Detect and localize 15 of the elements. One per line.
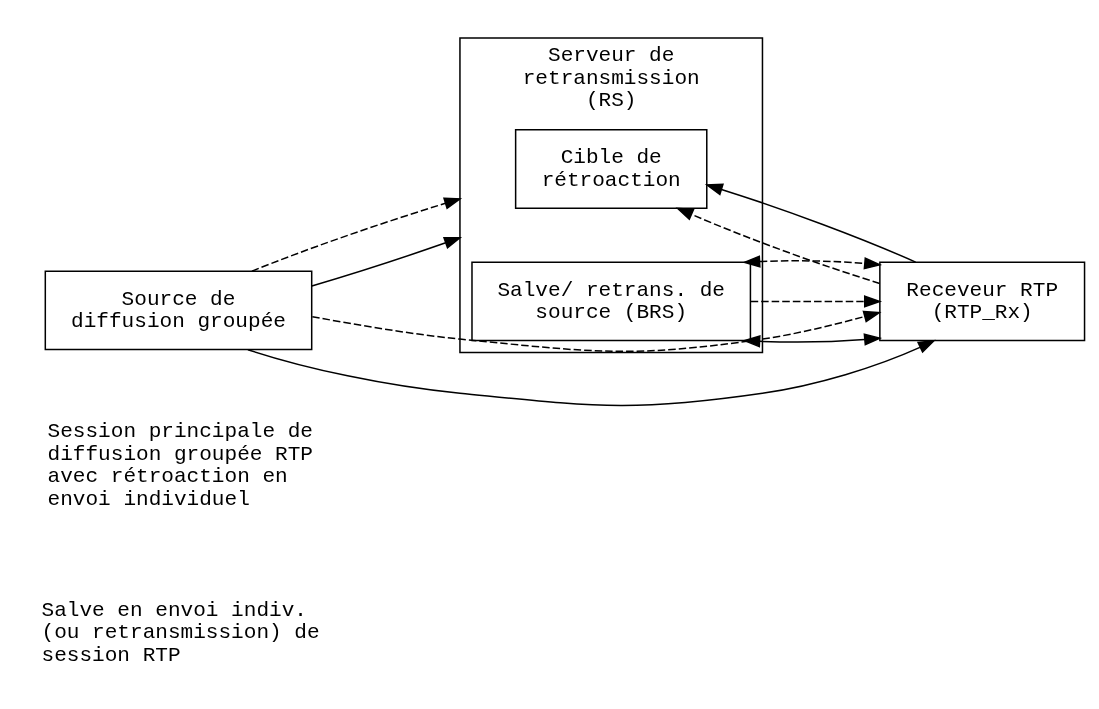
node-box: Salve/ retrans. de source (BRS) [471, 261, 752, 342]
arrow [742, 333, 883, 348]
arrow [311, 310, 882, 353]
label: Salve en envoi indiv. (ou retransmission) de session RTP [41, 597, 320, 667]
arrow [251, 197, 463, 272]
arrow [750, 295, 883, 308]
arrow [247, 339, 936, 407]
node-box: Source de diffusion groupée [44, 270, 313, 351]
label: Session principale de diffusion groupée RTP avec rétroaction en envoi individuel [47, 419, 313, 511]
arrow [704, 183, 917, 263]
node-box: Receveur RTP (RTP_Rx) [879, 261, 1086, 342]
arrow [311, 237, 463, 287]
arrow [675, 207, 881, 285]
node-box: Cible de rétroaction [514, 129, 708, 209]
arrow [742, 255, 883, 270]
